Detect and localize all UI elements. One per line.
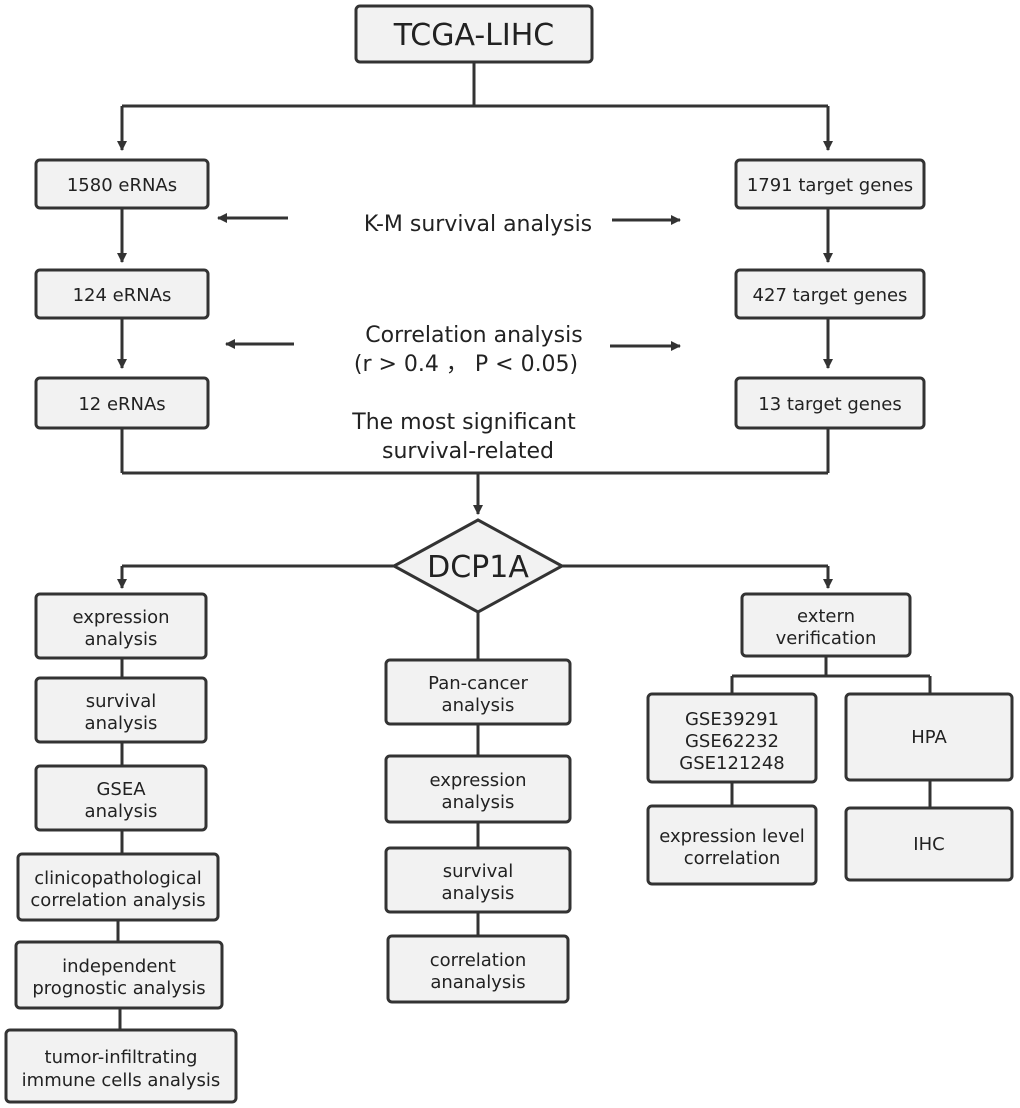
node-target-1791: 1791 target genes: [734, 158, 926, 210]
node-mid-survival-line2: analysis: [442, 883, 515, 904]
node-left-clinico-line1: clinicopathological: [34, 868, 202, 889]
connectors: [116, 62, 932, 1030]
node-dcp1a: DCP1A: [390, 518, 566, 614]
node-mid-correlation-line2: ananalysis: [430, 972, 525, 993]
node-erna-1580: 1580 eRNAs: [34, 158, 210, 210]
node-mid-pancancer: Pan-cancer analysis: [384, 658, 572, 726]
node-right-gse-line3: GSE121248: [679, 753, 784, 774]
node-right-extern-line2: verification: [776, 628, 877, 649]
node-dcp1a-label: DCP1A: [427, 550, 529, 585]
node-left-survival-line2: analysis: [85, 713, 158, 734]
node-mid-correlation-line1: correlation: [430, 950, 527, 971]
node-left-tumor-line2: immune cells analysis: [22, 1070, 221, 1091]
node-mid-survival: survival analysis: [384, 846, 572, 914]
node-erna-124-label: 124 eRNAs: [73, 285, 172, 306]
node-left-expression-line2: analysis: [85, 629, 158, 650]
node-right-exprlevel-line1: expression level: [659, 826, 805, 847]
node-right-extern-line1: extern: [797, 606, 855, 627]
node-left-expression-line1: expression: [72, 607, 169, 628]
node-mid-expression-line1: expression: [429, 770, 526, 791]
node-left-independent-line2: prognostic analysis: [32, 978, 205, 999]
node-mid-survival-line1: survival: [443, 861, 514, 882]
node-right-hpa: HPA: [844, 692, 1014, 782]
node-mid-expression-line2: analysis: [442, 792, 515, 813]
node-erna-12: 12 eRNAs: [34, 376, 210, 430]
node-left-expression: expression analysis: [34, 592, 208, 660]
node-root-label: TCGA-LIHC: [393, 18, 555, 53]
correlation-label-line1: Correlation analysis: [365, 323, 582, 348]
node-right-extern: extern verification: [740, 592, 912, 658]
node-right-exprlevel: expression level correlation: [646, 804, 818, 886]
node-right-gse-line1: GSE39291: [685, 709, 779, 730]
node-mid-expression: expression analysis: [384, 754, 572, 824]
node-left-clinico-line2: correlation analysis: [30, 890, 205, 911]
most-significant-line1: The most significant: [351, 410, 576, 435]
node-left-tumor-line1: tumor-infiltrating: [45, 1047, 198, 1068]
node-root: TCGA-LIHC: [354, 4, 594, 64]
node-left-independent: independent prognostic analysis: [14, 940, 224, 1010]
node-left-gsea: GSEA analysis: [34, 764, 208, 832]
node-right-hpa-label: HPA: [911, 727, 947, 748]
node-mid-pancancer-line2: analysis: [442, 695, 515, 716]
node-target-427-label: 427 target genes: [753, 285, 908, 306]
node-target-427: 427 target genes: [734, 268, 926, 320]
km-label: K-M survival analysis: [364, 212, 592, 237]
node-right-ihc-label: IHC: [913, 834, 944, 855]
node-erna-124: 124 eRNAs: [34, 268, 210, 320]
node-target-13: 13 target genes: [734, 376, 926, 430]
node-left-clinico: clinicopathological correlation analysis: [16, 852, 220, 922]
node-right-ihc: IHC: [844, 806, 1014, 882]
correlation-label-line2: (r > 0.4 ， P < 0.05): [354, 352, 578, 377]
node-right-gse: GSE39291 GSE62232 GSE121248: [646, 692, 818, 784]
node-erna-12-label: 12 eRNAs: [78, 394, 165, 415]
most-significant-line2: survival-related: [382, 439, 554, 464]
node-left-gsea-line1: GSEA: [96, 779, 146, 800]
node-right-gse-line2: GSE62232: [685, 731, 779, 752]
node-mid-pancancer-line1: Pan-cancer: [428, 673, 528, 694]
node-left-survival: survival analysis: [34, 676, 208, 744]
node-target-1791-label: 1791 target genes: [747, 175, 913, 196]
node-left-gsea-line2: analysis: [85, 801, 158, 822]
node-right-exprlevel-line2: correlation: [684, 848, 781, 869]
node-erna-1580-label: 1580 eRNAs: [67, 175, 177, 196]
node-left-tumor: tumor-infiltrating immune cells analysis: [4, 1028, 238, 1104]
node-left-survival-line1: survival: [86, 691, 157, 712]
node-target-13-label: 13 target genes: [758, 394, 901, 415]
node-left-independent-line1: independent: [62, 956, 176, 977]
node-mid-correlation: correlation ananalysis: [386, 934, 570, 1004]
